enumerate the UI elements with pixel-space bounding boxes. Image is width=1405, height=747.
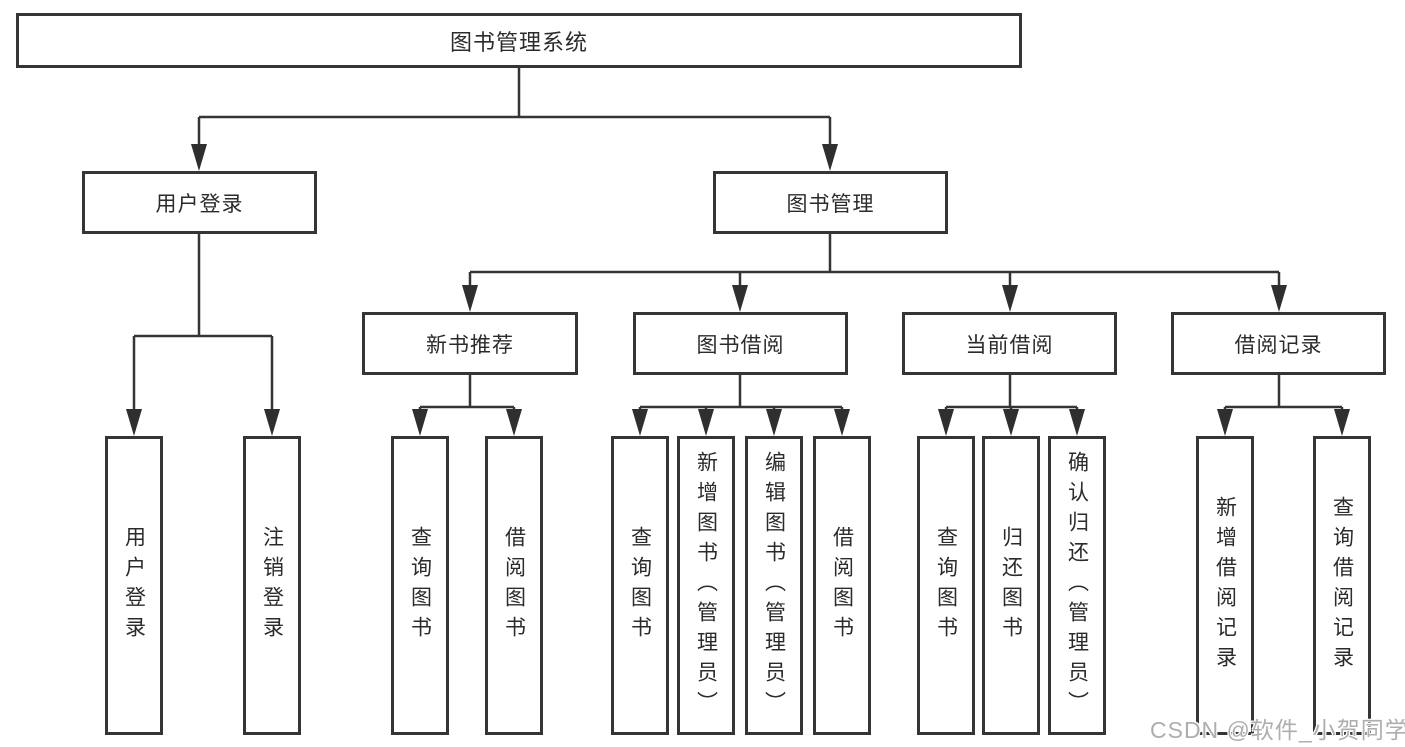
leaf-query-books-recommend: 查询图书 (391, 436, 449, 735)
leaf-query-books-current: 查询图书 (917, 436, 975, 735)
node-label: 查询图书 (408, 525, 432, 646)
node-user-login: 用户登录 (82, 171, 317, 234)
leaf-add-book-admin: 新增图书（管理员） (677, 436, 735, 735)
node-label: 查询借阅记录 (1330, 495, 1354, 676)
node-label: 确认归还（管理员） (1065, 450, 1089, 721)
leaf-query-borrow-record: 查询借阅记录 (1313, 436, 1371, 735)
csdn-watermark: CSDN @软件_小贺同学 (1150, 717, 1405, 743)
leaf-confirm-return-admin: 确认归还（管理员） (1048, 436, 1106, 735)
node-library-management-system: 图书管理系统 (16, 13, 1022, 68)
node-current-borrow: 当前借阅 (902, 312, 1117, 375)
connector-line (132, 68, 1344, 413)
node-label: 用户登录 (122, 525, 146, 646)
leaf-logout: 注销登录 (243, 436, 301, 735)
node-label: 图书借阅 (696, 333, 785, 357)
node-label: 查询图书 (934, 525, 958, 646)
leaf-borrow-books-recommend: 借阅图书 (485, 436, 543, 735)
node-label: 查询图书 (628, 525, 652, 646)
leaf-return-book: 归还图书 (982, 436, 1040, 735)
leaf-borrow-books: 借阅图书 (813, 436, 871, 735)
node-new-book-recommend: 新书推荐 (362, 312, 578, 375)
leaf-edit-book-admin: 编辑图书（管理员） (745, 436, 803, 735)
node-label: 借阅图书 (830, 525, 854, 646)
leaf-add-borrow-record: 新增借阅记录 (1196, 436, 1254, 735)
node-label: 借阅记录 (1234, 333, 1323, 357)
node-book-management: 图书管理 (713, 171, 948, 234)
node-label: 新增图书（管理员） (694, 450, 718, 721)
node-label: 新书推荐 (426, 333, 514, 357)
node-label: 注销登录 (260, 525, 284, 646)
node-label: 借阅图书 (502, 525, 526, 646)
node-label: 图书管理系统 (449, 29, 588, 55)
node-label: 编辑图书（管理员） (762, 450, 786, 721)
leaf-query-books-borrow: 查询图书 (611, 436, 669, 735)
node-label: 用户登录 (155, 192, 244, 216)
node-label: 新增借阅记录 (1213, 495, 1237, 676)
node-label: 图书管理 (786, 192, 875, 216)
node-borrow-records: 借阅记录 (1171, 312, 1386, 375)
leaf-user-login: 用户登录 (105, 436, 163, 735)
node-book-borrow: 图书借阅 (633, 312, 848, 375)
arrow-down-icon (126, 144, 1350, 436)
node-label: 归还图书 (999, 525, 1023, 646)
node-label: 当前借阅 (965, 333, 1054, 357)
